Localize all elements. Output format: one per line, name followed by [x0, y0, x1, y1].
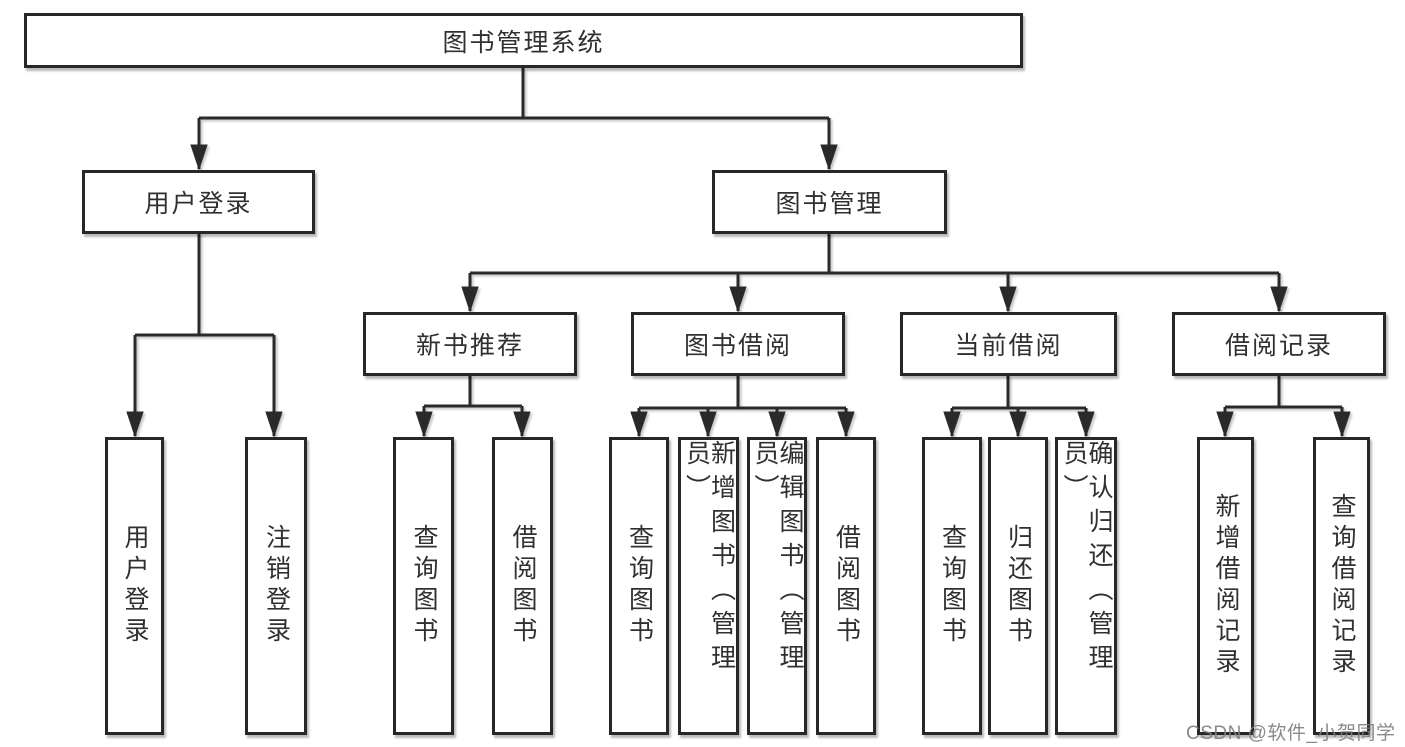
node-label: 图书借阅: [683, 332, 792, 360]
node-user-login: 用户登录: [82, 170, 315, 234]
node-label: 用户登录: [121, 524, 149, 648]
leaf-query-books-current: 查询图书: [922, 437, 982, 735]
leaf-return-books: 归还图书: [988, 437, 1048, 735]
node-book-management: 图书管理: [712, 170, 947, 234]
node-label: 编辑图书（管理员）: [751, 440, 804, 678]
node-label: 新增借阅记录: [1212, 493, 1240, 679]
node-label: 查询图书: [625, 524, 654, 648]
leaf-logout-login: 注销登录: [245, 437, 307, 735]
node-label: 注销登录: [262, 524, 291, 648]
leaf-query-books-borrowing: 查询图书: [609, 437, 669, 735]
leaf-add-borrow-record: 新增借阅记录: [1197, 437, 1254, 735]
node-label: 用户登录: [144, 190, 253, 218]
node-label: 借阅图书: [509, 524, 537, 648]
node-current-borrowing: 当前借阅: [900, 312, 1117, 376]
leaf-query-borrow-record: 查询借阅记录: [1313, 437, 1370, 735]
node-label: 借阅图书: [832, 524, 861, 648]
node-label: 归还图书: [1004, 524, 1033, 648]
node-library-management-system: 图书管理系统: [24, 13, 1023, 68]
leaf-query-books-recommend: 查询图书: [393, 437, 454, 735]
node-label: 图书管理: [775, 190, 884, 218]
node-label: 确认归还（管理员）: [1060, 440, 1113, 678]
leaf-user-login: 用户登录: [105, 437, 164, 735]
node-label: 查询图书: [410, 524, 438, 648]
leaf-borrow-books-borrowing: 借阅图书: [816, 437, 876, 735]
leaf-add-book-admin: 新增图书（管理员）: [678, 437, 739, 735]
leaf-borrow-books-recommend: 借阅图书: [492, 437, 553, 735]
node-borrowing-records: 借阅记录: [1172, 312, 1386, 376]
node-label: 图书管理系统: [442, 28, 605, 57]
csdn-watermark: CSDN @软件_小贺同学: [1186, 723, 1396, 744]
node-label: 新增图书（管理员）: [682, 440, 736, 678]
node-label: 查询借阅记录: [1328, 493, 1356, 679]
leaf-confirm-return-admin: 确认归还（管理员）: [1055, 437, 1117, 735]
node-label: 新书推荐: [415, 332, 524, 360]
node-label: 借阅记录: [1224, 332, 1333, 360]
leaf-edit-book-admin: 编辑图书（管理员）: [747, 437, 807, 735]
node-book-borrowing: 图书借阅: [631, 312, 845, 376]
node-label: 当前借阅: [954, 332, 1063, 360]
node-new-book-recommendation: 新书推荐: [363, 312, 577, 376]
node-label: 查询图书: [938, 524, 967, 648]
